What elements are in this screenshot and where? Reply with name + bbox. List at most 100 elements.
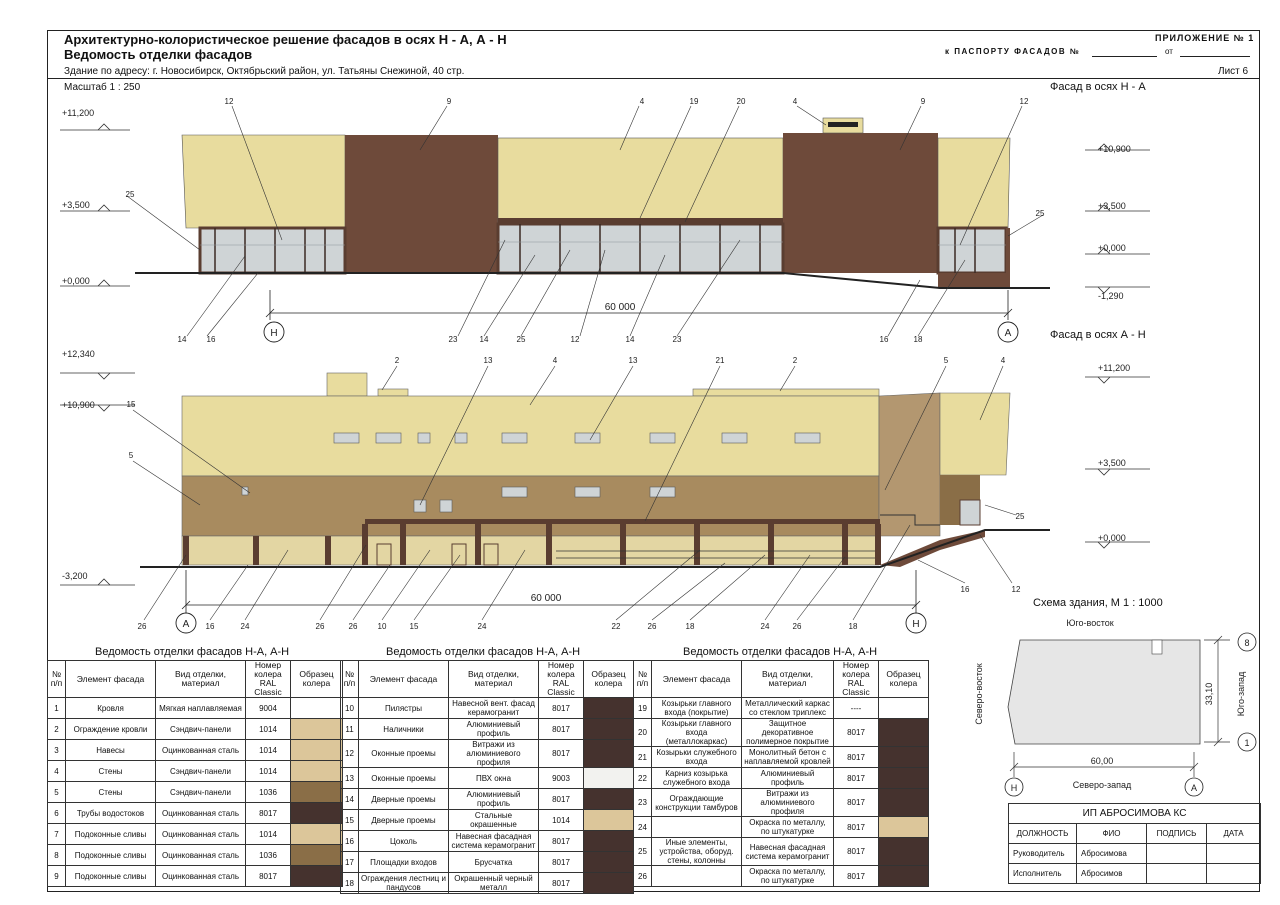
f2-callout-top-0: 2 (395, 356, 400, 365)
cell-material: Витражи из алюминиевого профиля (448, 739, 539, 768)
cell-num: 4 (47, 760, 66, 782)
sheet-number: Лист 6 (1218, 66, 1249, 77)
cell-material: Защитное декоративное полимерное покрыти… (741, 718, 834, 747)
color-swatch (878, 837, 929, 866)
color-swatch (878, 788, 929, 817)
from-date-line (1180, 56, 1250, 57)
scheme-top-label: Юго-восток (1066, 618, 1113, 628)
stamp-r2-name: Абросимов (1076, 863, 1147, 884)
f1-level-right-1: +3,500 (1098, 201, 1126, 211)
cell-material: Оцинкованная сталь (155, 844, 246, 866)
cell-element: Трубы водостоков (65, 802, 156, 824)
f2-callout-bottom-9: 26 (648, 622, 657, 631)
f2-callout-side-1: 5 (129, 451, 134, 460)
cell-ral: 8017 (538, 830, 584, 852)
cell-ral: 8017 (833, 837, 879, 866)
th-swatch: Образец колера (290, 660, 343, 698)
cell-ral: 1014 (245, 739, 291, 761)
cell-material: Монолитный бетон с наплавляемой кровлей (741, 746, 834, 768)
cell-element: Дверные проемы (358, 788, 449, 810)
cell-num: 7 (47, 823, 66, 845)
scheme-height: 33,10 (1204, 683, 1214, 706)
cell-num: 20 (633, 718, 652, 747)
passport-label: к ПАСПОРТУ ФАСАДОВ № (945, 47, 1081, 56)
cell-ral: 8017 (833, 865, 879, 887)
color-swatch (878, 865, 929, 887)
f2-callout-bottom-6: 15 (410, 622, 419, 631)
th-ral: Номер колера RAL Classic (833, 660, 879, 698)
stamp-r1-signature (1146, 843, 1207, 864)
cell-num: 26 (633, 865, 652, 887)
f1-axis-right: А (1005, 328, 1012, 339)
sheet-subtitle: Ведомость отделки фасадов (64, 47, 253, 62)
sheet-frame (47, 30, 1260, 892)
cell-element: Карниз козырька служебного входа (651, 767, 742, 789)
cell-ral: 8017 (833, 788, 879, 817)
stamp-r2-signature (1146, 863, 1207, 884)
color-swatch (290, 781, 343, 803)
f1-callout-top-6: 9 (921, 97, 926, 106)
th-num: № п/п (340, 660, 359, 698)
cell-element: Оконные проемы (358, 739, 449, 768)
cell-element: Пилястры (358, 697, 449, 719)
cell-num: 3 (47, 739, 66, 761)
f2-callout-bottom-15: 12 (1012, 585, 1021, 594)
color-swatch (583, 739, 634, 768)
f1-callout-top-1: 9 (447, 97, 452, 106)
f1-callout-bottom-4: 25 (517, 335, 526, 344)
f1-callout-top-0: 12 (225, 97, 234, 106)
cell-element: Площадки входов (358, 851, 449, 873)
table1-caption: Ведомость отделки фасадов Н-А, А-Н (95, 646, 290, 658)
f1-callout-side-1: 25 (1036, 209, 1045, 218)
cell-element: Стены (65, 760, 156, 782)
cell-material: Оцинкованная сталь (155, 802, 246, 824)
f1-level-right-0: +10,900 (1098, 144, 1131, 154)
color-swatch (878, 718, 929, 747)
color-swatch (878, 697, 929, 719)
header-divider (47, 78, 1260, 79)
cell-num: 17 (340, 851, 359, 873)
cell-num: 5 (47, 781, 66, 803)
scheme-axis-rb: 1 (1244, 738, 1249, 748)
th-ral: Номер колера RAL Classic (538, 660, 584, 698)
cell-ral: 9004 (245, 697, 291, 719)
cell-element (651, 816, 742, 838)
cell-ral: 8017 (538, 788, 584, 810)
color-swatch (290, 718, 343, 740)
f2-level-right-1: +3,500 (1098, 458, 1126, 468)
f2-axis-left: А (183, 619, 190, 630)
stamp-org: ИП АБРОСИМОВА КС (1007, 803, 1262, 824)
color-swatch (290, 760, 343, 782)
color-swatch (878, 816, 929, 838)
passport-number-line (1092, 56, 1157, 57)
f2-callout-side-0: 15 (127, 400, 136, 409)
th-num: № п/п (47, 660, 66, 698)
cell-num: 15 (340, 809, 359, 831)
scheme-title: Схема здания, М 1 : 1000 (1033, 597, 1163, 609)
cell-ral: 1014 (538, 809, 584, 831)
cell-num: 16 (340, 830, 359, 852)
color-swatch (290, 865, 343, 887)
f1-callout-top-7: 12 (1020, 97, 1029, 106)
finish-table-2: № п/п Элемент фасада Вид отделки, матери… (340, 660, 634, 894)
facade1-drawing: +11,200 +3,500 +0,000 +10,900 +3,500 +0,… (60, 97, 1150, 344)
scheme-axis-bl: Н (1011, 783, 1018, 793)
cell-element: Подоконные сливы (65, 823, 156, 845)
sheet-title: Архитектурно-колористическое решение фас… (64, 32, 507, 47)
f2-level-right-0: +11,200 (1098, 363, 1130, 373)
stamp-col-name: ФИО (1076, 823, 1147, 844)
cell-ral: 8017 (538, 697, 584, 719)
f2-callout-top-7: 4 (1001, 356, 1006, 365)
cell-num: 13 (340, 767, 359, 789)
f1-callout-bottom-2: 23 (449, 335, 458, 344)
f2-callout-bottom-11: 24 (761, 622, 770, 631)
